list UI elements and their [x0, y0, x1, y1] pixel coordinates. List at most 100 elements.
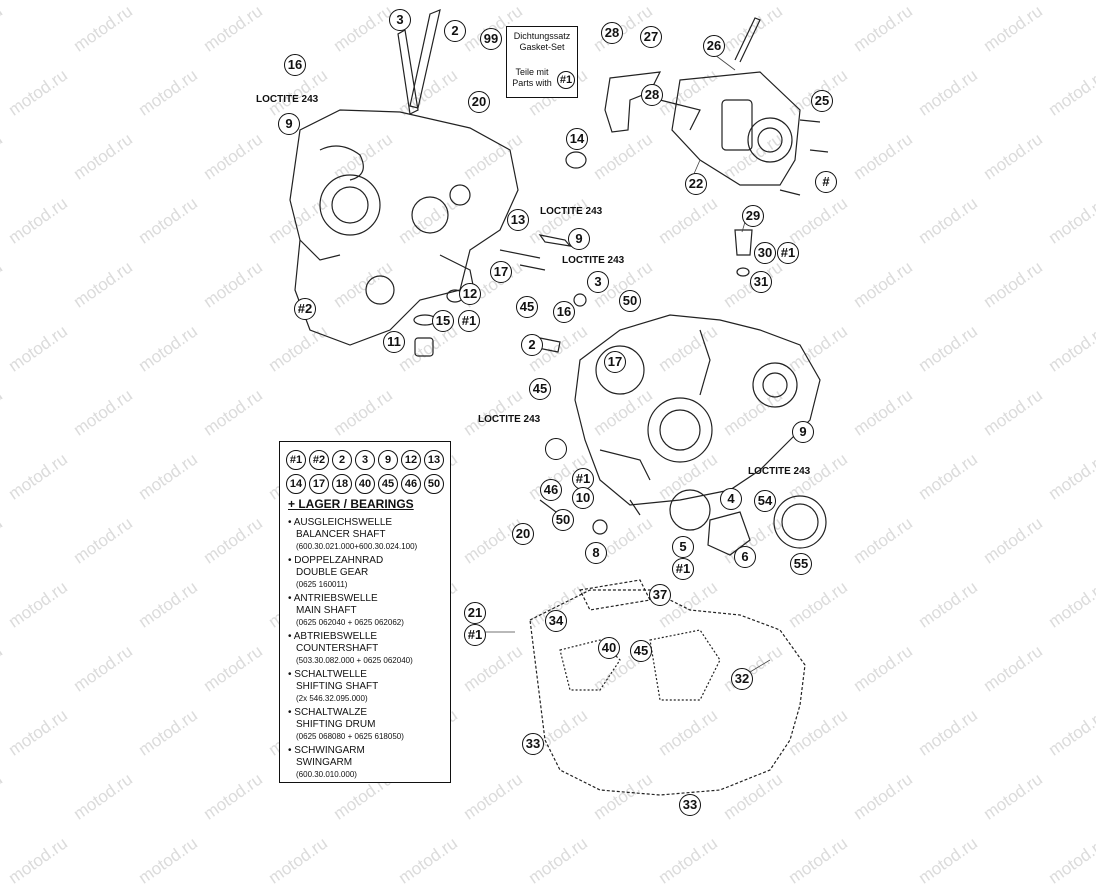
callout-22[interactable]: 27	[640, 26, 662, 48]
callout-hash[interactable]: #1	[557, 71, 575, 89]
callout-hash1[interactable]: #2	[294, 298, 316, 320]
callout-15[interactable]: 25	[811, 90, 833, 112]
callout-hash[interactable]: #1	[672, 558, 694, 580]
callout-27[interactable]: 29	[742, 205, 764, 227]
callout-11[interactable]: 15	[432, 310, 454, 332]
callout-28[interactable]: 30	[754, 242, 776, 264]
callout-31[interactable]: 33	[522, 733, 544, 755]
callout-hash[interactable]: #1	[572, 468, 594, 490]
callout-16[interactable]: 16	[553, 301, 575, 323]
callout-hash2[interactable]	[545, 438, 567, 460]
cover-drawing	[671, 71, 801, 186]
legend-part-callout: 45	[378, 474, 398, 494]
callout-18[interactable]: 20	[468, 91, 490, 113]
legend-part-callout: 17	[309, 474, 329, 494]
right-crankcase-drawing	[574, 314, 821, 506]
callout-37[interactable]: 45	[630, 640, 652, 662]
bearing-name-de: • SCHWINGARM	[288, 745, 365, 756]
legend-part-callout: 14	[286, 474, 306, 494]
bearing-part-number: (600.30.021.000+600.30.024.100)	[296, 542, 418, 551]
exploded-view-drawing	[289, 9, 829, 796]
bearing-name-en: SHIFTING SHAFT	[296, 681, 379, 692]
callout-hash[interactable]: #1	[458, 310, 480, 332]
callout-12[interactable]: 12	[459, 283, 481, 305]
callout-4[interactable]: 4	[720, 488, 742, 510]
callout-26[interactable]: 28	[641, 84, 663, 106]
bearing-name-de: • DOPPELZAHNRAD	[288, 555, 384, 566]
callout-25[interactable]: #	[815, 171, 837, 193]
callout-17[interactable]: 17	[490, 261, 512, 283]
bearing-name-de: • ABTRIEBSWELLE	[288, 631, 378, 642]
callout-3[interactable]: 3	[587, 271, 609, 293]
left-crankcase-drawing	[289, 109, 519, 346]
callout-9[interactable]: 9	[792, 421, 814, 443]
legend-part-callout: #1	[286, 450, 306, 470]
callout-33[interactable]: 37	[649, 584, 671, 606]
callout-32[interactable]: 34	[545, 610, 567, 632]
callout-17[interactable]: 17	[604, 351, 626, 373]
callout-hash[interactable]: #1	[464, 624, 486, 646]
shaft-part-drawing	[397, 29, 419, 115]
bearing-name-de: • SCHALTWALZE	[288, 707, 368, 718]
callout-40[interactable]: 45	[516, 296, 538, 318]
callout-29[interactable]: 31	[750, 271, 772, 293]
callout-13[interactable]: 14	[566, 128, 588, 150]
bearing-name-en: COUNTERSHAFT	[296, 643, 379, 654]
callout-2[interactable]: 2	[521, 334, 543, 356]
legend-part-callout: #2	[309, 450, 329, 470]
callout-54[interactable]: 54	[754, 490, 776, 512]
callout-6[interactable]: 6	[734, 546, 756, 568]
bearing-name-en: MAIN SHAFT	[296, 605, 357, 616]
callout-21[interactable]: 26	[703, 35, 725, 57]
callout-26[interactable]: 28	[601, 22, 623, 44]
gasket-drawing	[529, 589, 806, 796]
gasket-set-box: Dichtungssatz Gasket-Set Teile mit Parts…	[506, 26, 578, 98]
bearing-name-en: BALANCER SHAFT	[296, 529, 386, 540]
callout-50[interactable]: 50	[619, 290, 641, 312]
callout-18[interactable]: 20	[512, 523, 534, 545]
callout-14[interactable]: 13	[507, 209, 529, 231]
callout-9[interactable]: 9	[568, 228, 590, 250]
callout-8[interactable]: 10	[572, 487, 594, 509]
callout-31[interactable]: 33	[679, 794, 701, 816]
callout-55[interactable]: 55	[790, 553, 812, 575]
callout-3[interactable]: 3	[389, 9, 411, 31]
callout-40[interactable]: 45	[529, 378, 551, 400]
loctite-label: LOCTITE 243	[478, 414, 541, 425]
callout-9[interactable]: 9	[278, 113, 300, 135]
callout-hash[interactable]: #1	[777, 242, 799, 264]
callout-30[interactable]: 32	[731, 668, 753, 690]
watermark-text: motod.ru	[5, 833, 71, 888]
legend-part-callout: 46	[401, 474, 421, 494]
bearing-part-number: (503.30.082.000 + 0625 062040)	[296, 656, 413, 665]
callout-2[interactable]: 2	[444, 20, 466, 42]
loctite-label: LOCTITE 243	[748, 466, 811, 477]
callout-20[interactable]: 22	[685, 173, 707, 195]
callout-7[interactable]: 8	[585, 542, 607, 564]
gasket-label-en: Gasket-Set	[519, 42, 565, 52]
bearing-name-en: SWINGARM	[296, 757, 353, 768]
callout-46[interactable]: 50	[552, 509, 574, 531]
callout-10[interactable]: 11	[383, 331, 405, 353]
bearing-part-number: (0625 062040 + 0625 062062)	[296, 618, 404, 627]
loctite-label: LOCTITE 243	[540, 206, 603, 217]
legend-part-callout: 50	[424, 474, 444, 494]
callout-45[interactable]: 46	[540, 479, 562, 501]
callout-34[interactable]: 40	[598, 637, 620, 659]
callout-19[interactable]: 21	[464, 602, 486, 624]
watermark-text: motod.ru	[525, 833, 591, 888]
callout-5[interactable]: 5	[672, 536, 694, 558]
watermark-text: motod.ru	[395, 833, 461, 888]
watermark-text: motod.ru	[1045, 833, 1096, 888]
callout-99[interactable]: 99	[480, 28, 502, 50]
legend-part-callout: 2	[332, 450, 352, 470]
callout-16[interactable]: 16	[284, 54, 306, 76]
legend-part-callout: 40	[355, 474, 375, 494]
legend-part-callout: 3	[355, 450, 375, 470]
